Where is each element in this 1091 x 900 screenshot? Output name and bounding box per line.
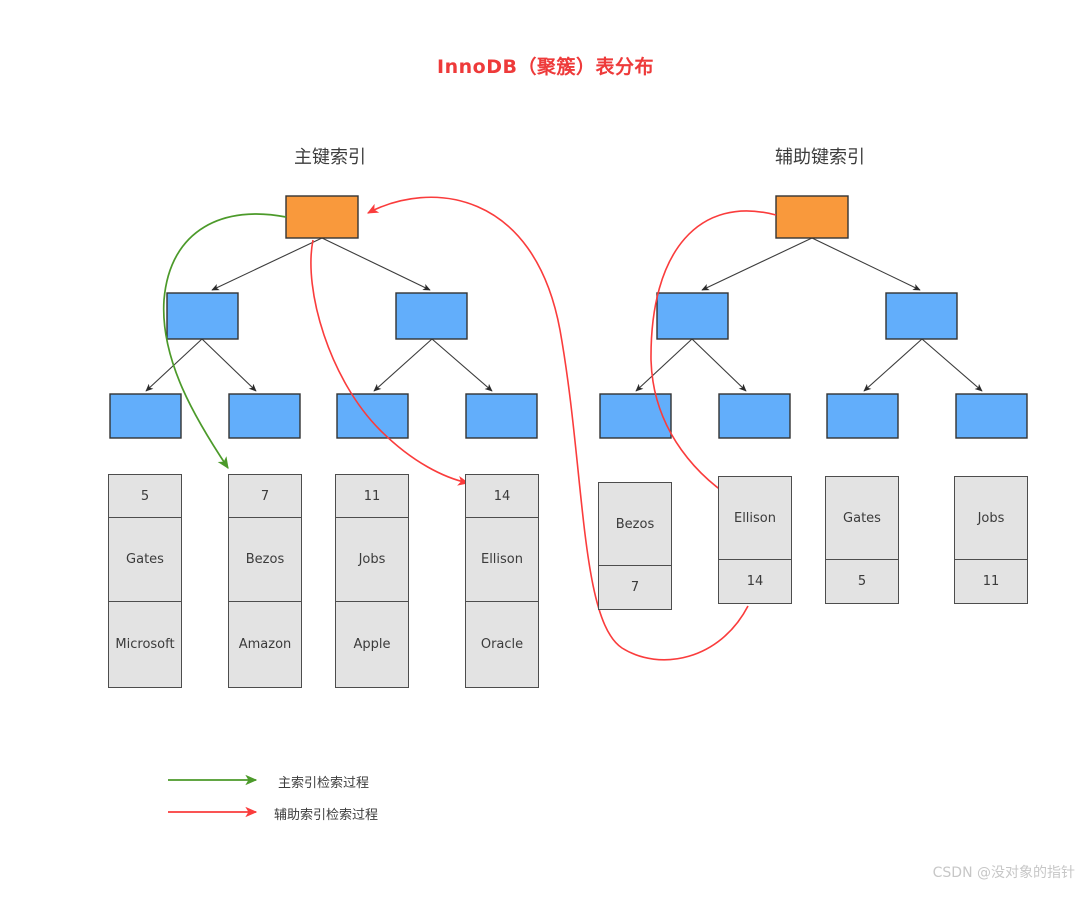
primary-record-box: 11 Jobs Apple — [335, 474, 409, 688]
edge-l2b-to-l3c — [373, 338, 433, 392]
primary-lookup-path — [162, 213, 287, 469]
record-name-cell: Gates — [108, 518, 182, 602]
record-company-cell: Microsoft — [108, 602, 182, 688]
secondary-level3-node-3 — [826, 393, 899, 439]
primary-root-node — [285, 195, 359, 239]
secondary-record-box: Jobs 11 — [954, 476, 1028, 604]
primary-level3-node-4 — [465, 393, 538, 439]
record-id-cell: 5 — [825, 560, 899, 604]
secondary-root-node — [775, 195, 849, 239]
secondary-record-box: Ellison 14 — [718, 476, 792, 604]
primary-tree-edges — [145, 237, 493, 392]
edge-l2a-to-l3a — [635, 338, 693, 392]
edge-l2a-to-l3b — [201, 338, 257, 392]
record-name-cell: Bezos — [228, 518, 302, 602]
legend-label-primary: 主索引检索过程 — [278, 776, 370, 791]
edge-root-to-l2b — [811, 237, 921, 291]
secondary-level2-node-1 — [656, 292, 729, 340]
edge-root-to-l2a — [211, 237, 323, 291]
record-name-cell: Bezos — [598, 482, 672, 566]
edge-l2b-to-l3c — [863, 338, 923, 392]
secondary-record-box: Bezos 7 — [598, 482, 672, 610]
watermark: CSDN @没对象的指针 — [932, 865, 1075, 881]
record-name-cell: Jobs — [954, 476, 1028, 560]
record-id-cell: 11 — [954, 560, 1028, 604]
secondary-lookup-path-to-leaf — [650, 210, 777, 505]
edge-l2b-to-l3d — [921, 338, 983, 392]
primary-record-box: 14 Ellison Oracle — [465, 474, 539, 688]
page-title: InnoDB（聚簇）表分布 — [437, 56, 654, 78]
section-label-secondary: 辅助键索引 — [775, 147, 865, 168]
record-name-cell: Gates — [825, 476, 899, 560]
edge-l2a-to-l3b — [691, 338, 747, 392]
record-id-cell: 7 — [598, 566, 672, 610]
record-company-cell: Amazon — [228, 602, 302, 688]
section-label-primary: 主键索引 — [294, 147, 366, 168]
secondary-lookup-path-back-to-primary-root — [367, 196, 749, 661]
secondary-record-box: Gates 5 — [825, 476, 899, 604]
primary-record-box: 7 Bezos Amazon — [228, 474, 302, 688]
secondary-level3-node-2 — [718, 393, 791, 439]
secondary-level2-node-2 — [885, 292, 958, 340]
record-name-cell: Ellison — [718, 476, 792, 560]
secondary-level3-node-1 — [599, 393, 672, 439]
primary-level3-node-1 — [109, 393, 182, 439]
secondary-lookup-path-to-primary-record — [310, 239, 470, 486]
edge-root-to-l2b — [321, 237, 431, 291]
record-id-cell: 7 — [228, 474, 302, 518]
record-id-cell: 11 — [335, 474, 409, 518]
record-id-cell: 14 — [718, 560, 792, 604]
record-id-cell: 14 — [465, 474, 539, 518]
primary-level3-node-2 — [228, 393, 301, 439]
primary-level3-node-3 — [336, 393, 409, 439]
record-company-cell: Oracle — [465, 602, 539, 688]
record-id-cell: 5 — [108, 474, 182, 518]
record-company-cell: Apple — [335, 602, 409, 688]
legend-label-secondary: 辅助索引检索过程 — [274, 808, 379, 823]
secondary-level3-node-4 — [955, 393, 1028, 439]
record-name-cell: Jobs — [335, 518, 409, 602]
secondary-tree-edges — [635, 237, 983, 392]
primary-record-box: 5 Gates Microsoft — [108, 474, 182, 688]
primary-level2-node-2 — [395, 292, 468, 340]
edge-root-to-l2a — [701, 237, 813, 291]
primary-level2-node-1 — [166, 292, 239, 340]
edge-l2b-to-l3d — [431, 338, 493, 392]
record-name-cell: Ellison — [465, 518, 539, 602]
